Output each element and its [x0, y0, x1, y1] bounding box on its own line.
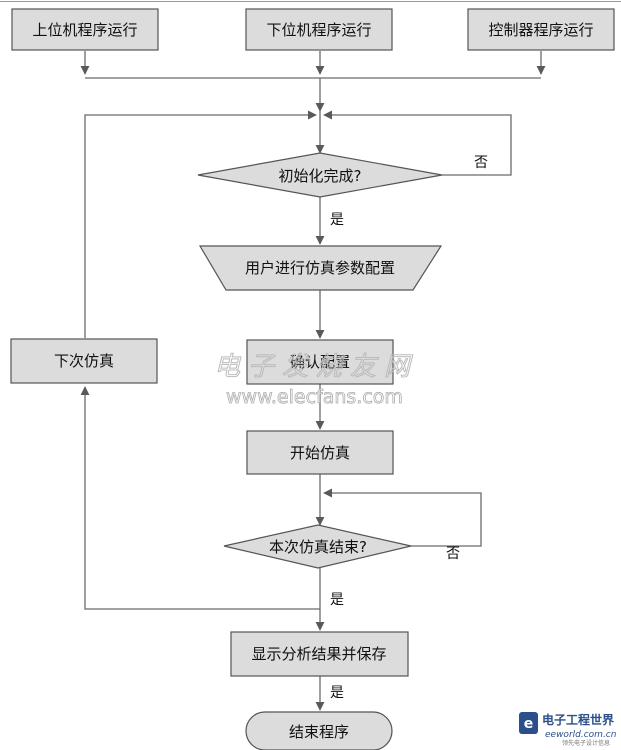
node-confirm-config-label: 确认配置: [290, 353, 350, 371]
watermark-site-cn: 电子发烧友网: [214, 352, 418, 382]
node-next-sim-label: 下次仿真: [54, 352, 114, 370]
watermark-url: www.elecfans.com: [226, 386, 403, 408]
sim-yes-label: 是: [330, 592, 344, 608]
node-next-sim: 下次仿真: [10, 338, 158, 384]
node-end-program: 结束程序: [245, 711, 393, 750]
node-slave-run-label: 下位机程序运行: [266, 21, 371, 39]
edge-sim-no-loop: [323, 488, 482, 547]
edge-init-no-loop: [323, 110, 512, 176]
init-yes-label: 是: [330, 212, 344, 228]
init-no-label: 否: [474, 155, 488, 171]
node-host-run-label: 上位机程序运行: [32, 21, 137, 39]
logo-domain: eeworld.com.cn: [545, 730, 617, 740]
watermark: 电子发烧友网 www.elecfans.com: [214, 352, 418, 409]
node-end-program-label: 结束程序: [289, 723, 349, 741]
logo-mark-icon: [519, 712, 538, 734]
node-controller-run: 控制器程序运行: [467, 8, 615, 51]
edge-to-next-sim: [80, 386, 320, 610]
logo-name: 电子工程世界: [542, 712, 614, 727]
sim-no-label: 否: [446, 546, 460, 562]
node-host-run: 上位机程序运行: [11, 8, 159, 51]
edge-next-sim-back: [84, 110, 317, 338]
node-sim-done: 本次仿真结束?: [223, 524, 412, 569]
node-start-sim-label: 开始仿真: [290, 444, 350, 462]
node-confirm-config: 确认配置: [246, 339, 394, 385]
node-sim-done-label: 本次仿真结束?: [269, 538, 367, 556]
svg-text:e: e: [524, 716, 534, 732]
logo-tagline: 领先电子设计信息: [562, 739, 610, 747]
node-controller-run-label: 控制器程序运行: [488, 21, 593, 39]
node-init-done: 初始化完成?: [197, 152, 443, 198]
node-init-done-label: 初始化完成?: [279, 167, 362, 185]
node-show-save: 显示分析结果并保存: [230, 631, 409, 677]
node-slave-run: 下位机程序运行: [245, 8, 393, 51]
node-user-config: 用户进行仿真参数配置: [198, 245, 443, 291]
node-user-config-label: 用户进行仿真参数配置: [245, 259, 395, 277]
eeworld-logo: e 电子工程世界 eeworld.com.cn 领先电子设计信息: [519, 712, 617, 747]
node-show-save-label: 显示分析结果并保存: [251, 645, 386, 663]
node-start-sim: 开始仿真: [246, 430, 394, 475]
save-yes-label: 是: [330, 685, 344, 701]
